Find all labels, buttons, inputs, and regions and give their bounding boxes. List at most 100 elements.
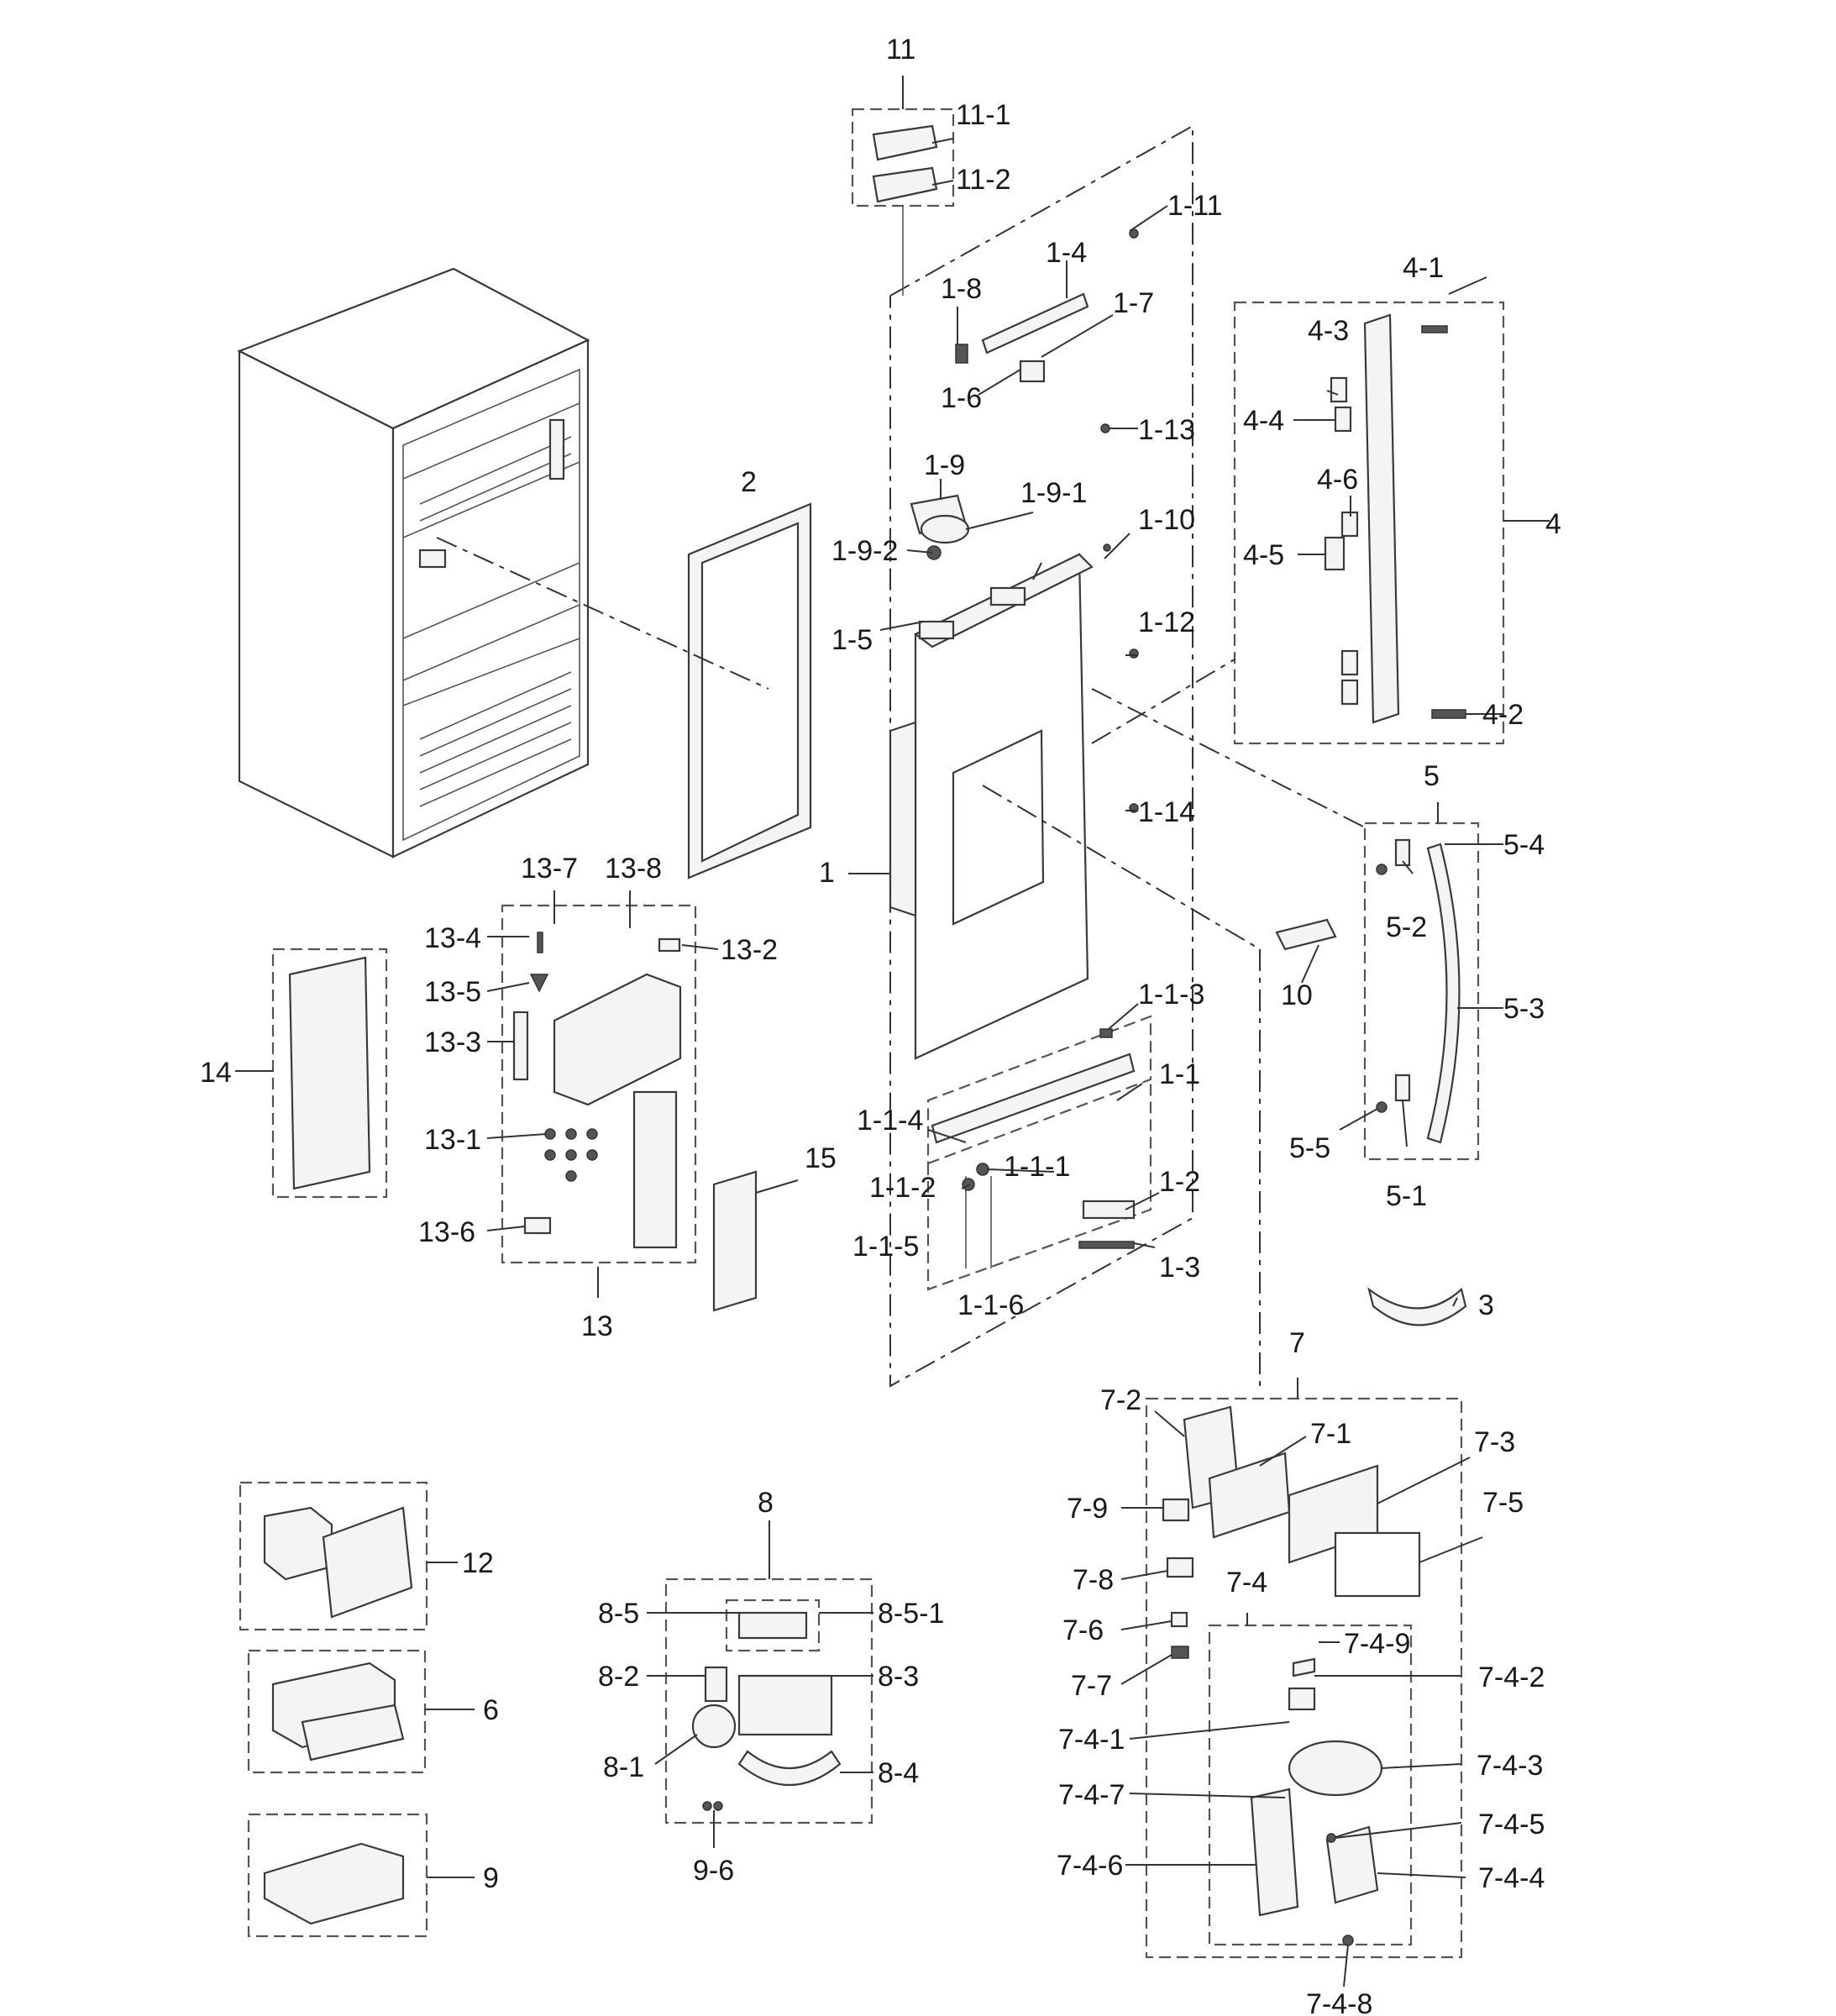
label-8-5: 8-5 xyxy=(598,1598,639,1630)
label-7-4-9: 7-4-9 xyxy=(1344,1628,1410,1660)
label-1-11: 1-11 xyxy=(1167,190,1223,222)
label-1-7: 1-7 xyxy=(1113,287,1154,319)
label-11: 11 xyxy=(886,34,915,66)
label-7-9: 7-9 xyxy=(1067,1493,1108,1525)
label-1-3: 1-3 xyxy=(1159,1252,1200,1284)
part-13-box xyxy=(501,904,697,1264)
label-7-4-2: 7-4-2 xyxy=(1478,1662,1545,1693)
label-1-14: 1-14 xyxy=(1138,796,1195,828)
part-10 xyxy=(1275,918,1337,951)
assembly-line xyxy=(982,785,1261,950)
label-7-4-4: 7-4-4 xyxy=(1478,1862,1545,1894)
part-5-box xyxy=(1363,822,1480,1161)
door-top-parts xyxy=(910,228,1139,813)
part-11-box xyxy=(851,108,955,296)
label-4-6: 4-6 xyxy=(1317,464,1358,496)
label-1: 1 xyxy=(819,857,835,889)
label-7-4-3: 7-4-3 xyxy=(1477,1750,1543,1782)
label-10: 10 xyxy=(1281,979,1313,1011)
label-9: 9 xyxy=(483,1862,499,1894)
label-1-5: 1-5 xyxy=(831,624,873,656)
part-4-box xyxy=(1233,301,1505,745)
label-7: 7 xyxy=(1289,1327,1305,1359)
label-7-2: 7-2 xyxy=(1100,1384,1141,1416)
label-13-5: 13-5 xyxy=(424,976,481,1008)
label-13-1: 13-1 xyxy=(424,1124,481,1156)
label-1-1-6: 1-1-6 xyxy=(957,1289,1024,1321)
label-7-4: 7-4 xyxy=(1226,1567,1267,1599)
label-7-4-5: 7-4-5 xyxy=(1478,1809,1545,1840)
label-8-1: 8-1 xyxy=(603,1751,644,1783)
label-13-2: 13-2 xyxy=(721,934,778,966)
door-gasket-2 xyxy=(687,502,812,879)
label-8-4: 8-4 xyxy=(878,1757,919,1789)
label-4-3: 4-3 xyxy=(1308,315,1349,347)
label-4-4: 4-4 xyxy=(1243,405,1284,437)
label-1-13: 1-13 xyxy=(1138,414,1195,446)
label-9-6: 9-6 xyxy=(693,1855,734,1887)
part-7-box xyxy=(1145,1397,1463,1959)
label-1-8: 1-8 xyxy=(941,273,982,305)
label-4-5: 4-5 xyxy=(1243,539,1284,571)
label-1-1-4: 1-1-4 xyxy=(857,1105,923,1137)
label-5-1: 5-1 xyxy=(1386,1180,1427,1212)
label-11-2: 11-2 xyxy=(956,164,1011,196)
label-8-5-1: 8-5-1 xyxy=(878,1598,944,1630)
label-2: 2 xyxy=(741,466,757,498)
label-11-1: 11-1 xyxy=(956,99,1011,131)
label-1-4: 1-4 xyxy=(1046,237,1087,269)
label-4-1: 4-1 xyxy=(1403,252,1444,284)
label-14: 14 xyxy=(200,1057,232,1089)
label-7-5: 7-5 xyxy=(1482,1487,1524,1519)
label-1-2: 1-2 xyxy=(1159,1166,1200,1198)
callout-labels: 11 11-1 11-2 1-11 1-4 1-8 1-7 1-6 1-13 1… xyxy=(200,34,1561,2016)
label-8-2: 8-2 xyxy=(598,1661,639,1693)
label-5-5: 5-5 xyxy=(1289,1132,1330,1164)
label-5-3: 5-3 xyxy=(1503,993,1545,1025)
label-4: 4 xyxy=(1545,508,1561,540)
label-5-4: 5-4 xyxy=(1503,829,1545,861)
label-7-3: 7-3 xyxy=(1474,1426,1515,1458)
label-8-3: 8-3 xyxy=(878,1661,919,1693)
label-6: 6 xyxy=(483,1694,499,1726)
label-15: 15 xyxy=(805,1142,837,1174)
label-7-6: 7-6 xyxy=(1062,1614,1104,1646)
label-7-4-1: 7-4-1 xyxy=(1058,1724,1125,1756)
label-13-6: 13-6 xyxy=(418,1216,475,1248)
label-1-1-1: 1-1-1 xyxy=(1004,1151,1070,1183)
part-6-box xyxy=(247,1649,427,1774)
label-13-7: 13-7 xyxy=(521,853,578,885)
part-9-box xyxy=(247,1813,428,1938)
label-13-4: 13-4 xyxy=(424,922,481,954)
leader-lines xyxy=(235,76,1550,1987)
assembly-line xyxy=(1091,659,1235,744)
label-7-4-7: 7-4-7 xyxy=(1058,1779,1125,1811)
door-1 xyxy=(889,553,1094,1060)
part-1-1-box xyxy=(926,1015,1152,1291)
label-7-7: 7-7 xyxy=(1071,1670,1112,1702)
part-15 xyxy=(712,1170,758,1312)
label-13-8: 13-8 xyxy=(605,853,662,885)
label-1-1-3: 1-1-3 xyxy=(1138,979,1204,1011)
refrigerator-cabinet xyxy=(237,267,590,858)
label-1-6: 1-6 xyxy=(941,382,982,414)
label-5-2: 5-2 xyxy=(1386,911,1427,943)
door-group-1-box xyxy=(889,124,1193,1388)
label-8: 8 xyxy=(758,1487,774,1519)
assembly-line xyxy=(1091,688,1366,828)
label-7-8: 7-8 xyxy=(1073,1564,1114,1596)
part-3 xyxy=(1367,1287,1467,1326)
label-1-1-5: 1-1-5 xyxy=(852,1231,919,1263)
label-7-4-8: 7-4-8 xyxy=(1306,1988,1372,2016)
label-1-1-2: 1-1-2 xyxy=(869,1172,936,1204)
label-1-1: 1-1 xyxy=(1159,1058,1200,1090)
label-1-9-2: 1-9-2 xyxy=(831,535,898,567)
label-7-4-6: 7-4-6 xyxy=(1057,1850,1123,1882)
label-12: 12 xyxy=(462,1547,494,1579)
label-5: 5 xyxy=(1424,760,1440,792)
part-7-4-box xyxy=(1208,1624,1413,1946)
label-4-2: 4-2 xyxy=(1482,699,1524,731)
label-3: 3 xyxy=(1478,1289,1494,1321)
label-1-9: 1-9 xyxy=(924,449,965,481)
